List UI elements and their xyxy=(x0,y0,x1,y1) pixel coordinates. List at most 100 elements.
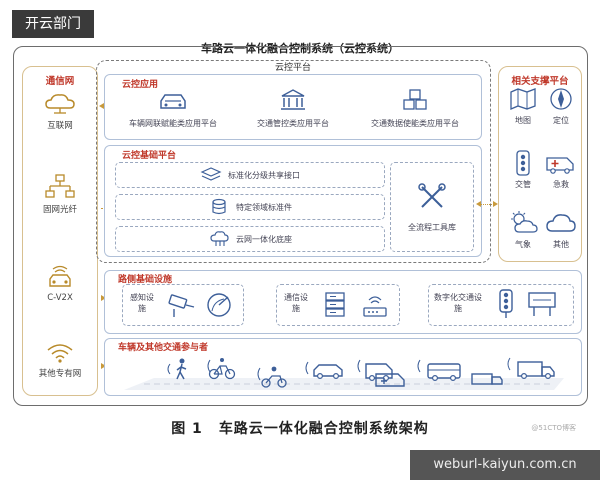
router-icon xyxy=(363,296,387,317)
frame-title: 车路云一体化融合控制系统（云控系统） xyxy=(0,40,600,56)
figure-caption-text: 车路云一体化融合控制系统架构 xyxy=(218,421,429,437)
support-item-other: 其他 xyxy=(543,210,579,250)
network-label: 固网光纤 xyxy=(42,205,77,215)
support-item-traffic: 交管 xyxy=(505,150,541,190)
database-icon xyxy=(212,198,226,215)
ambulance-icon xyxy=(546,157,574,174)
weather-icon xyxy=(511,211,538,233)
app-label: 交通管控类应用平台 xyxy=(257,119,329,128)
billboard-icon xyxy=(528,292,556,316)
support-label: 气象 xyxy=(515,240,531,249)
watermark-top-left: 开云部门 xyxy=(12,10,94,38)
network-label: C-V2X xyxy=(47,293,73,303)
app-label: 车辆网联赋能类应用平台 xyxy=(129,119,217,128)
cloud-node-icon xyxy=(210,231,229,246)
network-item-fiber: 固网光纤 xyxy=(20,172,100,215)
app-item-traffic-data: 交通数据使能类应用平台 xyxy=(360,88,470,129)
figure-caption: 图 1 车路云一体化融合控制系统架构 xyxy=(0,418,600,438)
support-item-weather: 气象 xyxy=(505,210,541,250)
motorcycle-icon xyxy=(257,366,287,388)
government-building-icon xyxy=(281,89,305,110)
wrench-screwdriver-icon xyxy=(418,182,446,208)
compass-icon xyxy=(550,88,572,110)
support-label: 定位 xyxy=(553,116,569,125)
support-item-map: 地图 xyxy=(505,86,541,126)
traffic-light-icon xyxy=(499,289,513,318)
network-item-internet: 互联网 xyxy=(20,88,100,131)
arrowhead xyxy=(101,295,106,301)
truck-icon xyxy=(471,373,503,385)
roadside-box xyxy=(104,270,582,334)
camera-icon xyxy=(168,294,195,317)
figure-number: 图 1 xyxy=(171,421,203,437)
bus-icon xyxy=(417,359,461,382)
van-icon xyxy=(357,359,393,382)
base-item-interface: 标准化分级共享接口 xyxy=(115,162,385,188)
support-title: 相关支撑平台 xyxy=(511,76,569,87)
cloud-base-box xyxy=(104,145,482,257)
car-signal-icon xyxy=(49,265,71,287)
support-item-location: 定位 xyxy=(543,86,579,126)
arrowhead xyxy=(101,363,106,369)
wifi-icon xyxy=(47,344,73,363)
network-title: 通信网 xyxy=(45,76,75,87)
support-label: 交管 xyxy=(515,180,531,189)
roadside-label: 通信设施 xyxy=(284,293,308,313)
base-label: 特定领域标准件 xyxy=(236,202,292,212)
app-item-vehicle: 车辆网联赋能类应用平台 xyxy=(118,88,228,129)
layers-icon xyxy=(200,167,222,181)
arrowhead xyxy=(99,103,104,109)
car-icon xyxy=(160,94,186,109)
vehicles-title: 车辆及其他交通参与者 xyxy=(118,343,209,353)
system-frame xyxy=(13,46,588,406)
roadside-title: 路侧基础设施 xyxy=(118,275,173,285)
cubes-icon xyxy=(403,89,427,110)
bicycle-icon xyxy=(207,358,236,380)
watermark-small: @51CTO博客 xyxy=(531,424,576,432)
map-icon xyxy=(510,88,536,110)
network-column: 通信网 xyxy=(22,66,98,396)
cloud-apps-title: 云控应用 xyxy=(122,80,159,90)
cloud-network-icon xyxy=(45,94,75,114)
support-label: 地图 xyxy=(515,116,531,125)
base-item-foundation: 云网一体化底座 xyxy=(115,226,385,252)
arrowhead xyxy=(493,201,498,207)
tools-label: 全流程工具库 xyxy=(408,222,456,232)
roadside-group-sensing xyxy=(122,284,244,326)
base-label: 云网一体化底座 xyxy=(236,234,292,244)
network-label: 互联网 xyxy=(47,121,73,131)
arrowhead xyxy=(476,201,481,207)
support-label: 急救 xyxy=(553,180,569,189)
support-item-emergency: 急救 xyxy=(543,150,579,190)
server-icon xyxy=(325,292,345,317)
network-item-private: 其他专有网 xyxy=(20,340,100,379)
roadside-group-digital xyxy=(428,284,574,326)
base-item-tools: 全流程工具库 xyxy=(390,162,474,252)
support-label: 其他 xyxy=(553,240,569,249)
cloud-platform xyxy=(96,60,491,263)
support-column: 相关支撑平台 xyxy=(498,66,582,262)
cloud-platform-title: 云控平台 xyxy=(274,63,311,73)
network-label: 其他专有网 xyxy=(38,369,82,379)
roadside-group-communication xyxy=(276,284,400,326)
pedestrian-icon xyxy=(167,358,187,380)
fiber-tree-icon xyxy=(45,174,75,198)
cloud-icon xyxy=(546,214,576,232)
watermark-bottom-right: weburl-kaiyun.com.cn xyxy=(410,450,600,480)
app-item-traffic-control: 交通管控类应用平台 xyxy=(238,88,348,129)
ambulance-icon xyxy=(375,373,405,387)
road-scene xyxy=(124,357,564,390)
network-item-cv2x: C-V2X xyxy=(20,262,100,303)
traffic-light-icon xyxy=(516,150,530,176)
base-label: 标准化分级共享接口 xyxy=(228,170,300,180)
connector-arrow xyxy=(478,204,496,205)
roadside-label: 感知设施 xyxy=(130,293,154,313)
base-item-standard: 特定领域标准件 xyxy=(115,194,385,220)
roadside-label: 数字化交通设施 xyxy=(434,293,482,313)
cloud-apps-box xyxy=(104,74,482,140)
app-label: 交通数据使能类应用平台 xyxy=(371,119,459,128)
lorry-icon xyxy=(507,357,555,380)
cloud-base-title: 云控基础平台 xyxy=(122,151,177,161)
radar-icon xyxy=(207,293,231,317)
car-icon xyxy=(305,361,343,380)
